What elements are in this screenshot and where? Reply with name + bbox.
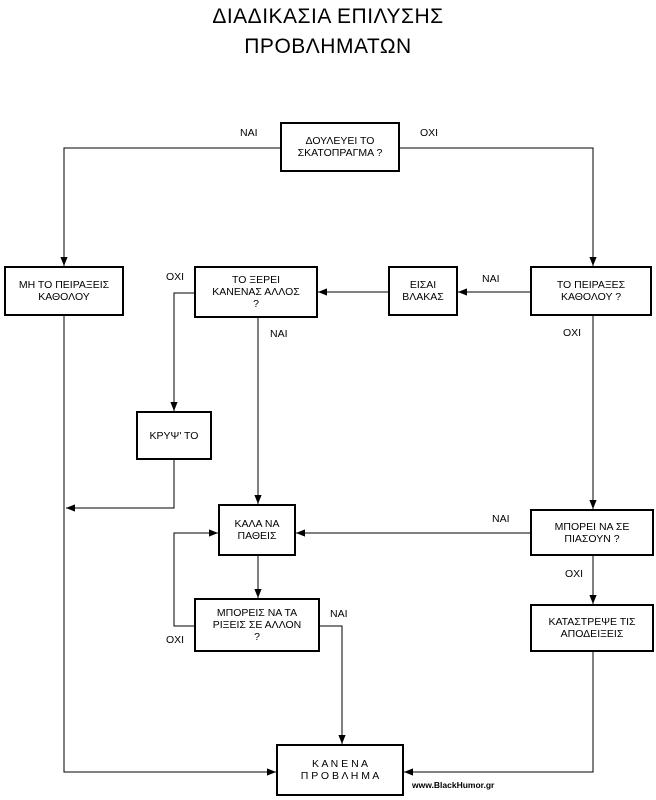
node-destroy-evidence-line1: ΚΑΤΑΣΤΡΕΨΕ ΤΙΣ <box>548 616 636 628</box>
node-did-you-touch-it-line1: ΤΟ ΠΕΙΡΑΞΕΣ <box>556 279 626 291</box>
node-hide-it: ΚΡΥΨ' ΤΟ <box>136 411 212 460</box>
node-serves-you-right-line1: ΚΑΛΑ ΝΑ <box>234 518 280 530</box>
node-can-they-catch-you-line1: ΜΠΟΡΕΙ ΝΑ ΣΕ <box>554 520 630 533</box>
node-did-you-touch-it: ΤΟ ΠΕΙΡΑΞΕΣ ΚΑΘΟΛΟΥ ? <box>530 266 652 316</box>
edge-works-no <box>400 147 597 266</box>
node-does-it-work-line1: ΔΟΥΛΕΥΕΙ ΤΟ <box>305 135 375 147</box>
node-anyone-knows-line2: ΚΑΝΕΝΑΣ ΑΛΛΟΣ <box>212 286 300 298</box>
label-works-yes: ΝΑΙ <box>240 127 258 139</box>
node-serves-you-right: ΚΑΛΑ ΝΑ ΠΑΘΕΙΣ <box>218 504 296 556</box>
label-caught-yes: ΝΑΙ <box>492 513 510 525</box>
node-you-are-stupid-line1: ΕΙΣΑΙ <box>409 279 437 291</box>
node-no-problem: Κ Α Ν Ε Ν Α Π Ρ Ο Β Λ Η Μ Α <box>276 744 404 796</box>
node-anyone-knows-line3: ? <box>253 298 259 310</box>
node-serves-you-right-line2: ΠΑΘΕΙΣ <box>237 530 277 542</box>
label-knows-yes: ΝΑΙ <box>270 328 288 340</box>
edge-blame-yes <box>320 625 346 744</box>
node-dont-touch-it-line2: ΚΑΘΟΛΟΥ <box>38 291 90 303</box>
node-you-are-stupid: ΕΙΣΑΙ ΒΛΑΚΑΣ <box>388 266 458 316</box>
node-does-it-work: ΔΟΥΛΕΥΕΙ ΤΟ ΣΚΑΤΟΠΡΑΓΜΑ ? <box>280 122 400 172</box>
edge-works-yes <box>60 147 280 266</box>
node-dont-touch-it: ΜΗ ΤΟ ΠΕΙΡΑΞΕΙΣ ΚΑΘΟΛΟΥ <box>4 266 124 316</box>
node-no-problem-line2: Π Ρ Ο Β Λ Η Μ Α <box>300 770 380 782</box>
node-no-problem-line1: Κ Α Ν Ε Ν Α <box>311 758 369 770</box>
node-blame-someone-else-line2: ΡΙΞΕΙΣ ΣΕ ΑΛΛΟΝ <box>212 619 302 631</box>
edge-blame-no <box>173 529 218 627</box>
node-hide-it-line1: ΚΡΥΨ' ΤΟ <box>149 429 199 442</box>
edge-dont-touch-to-no-problem <box>63 316 276 776</box>
node-anyone-knows-line1: ΤΟ ΞΕΡΕΙ <box>231 274 281 286</box>
label-touched-no: ΟΧΙ <box>563 327 582 339</box>
edge-hide-to-trunk <box>66 460 175 512</box>
node-destroy-evidence: ΚΑΤΑΣΤΡΕΨΕ ΤΙΣ ΑΠΟΔΕΙΞΕΙΣ <box>530 604 654 652</box>
node-you-are-stupid-line2: ΒΛΑΚΑΣ <box>402 291 444 303</box>
watermark-text: www.BlackHumor.gr <box>412 780 495 790</box>
diagram-title-line2: ΠΡΟΒΛΗΜΑΤΩΝ <box>244 35 412 58</box>
label-knows-no: ΟΧΙ <box>166 271 185 283</box>
label-touched-yes: ΝΑΙ <box>482 273 500 285</box>
edge-destroy-to-no-problem <box>404 652 594 776</box>
node-can-they-catch-you: ΜΠΟΡΕΙ ΝΑ ΣΕ ΠΙΑΣΟΥΝ ? <box>530 509 654 556</box>
node-blame-someone-else: ΜΠΟΡΕΙΣ ΝΑ ΤΑ ΡΙΞΕΙΣ ΣΕ ΑΛΛΟΝ ? <box>194 598 320 652</box>
label-caught-no: ΟΧΙ <box>565 568 584 580</box>
node-blame-someone-else-line1: ΜΠΟΡΕΙΣ ΝΑ ΤΑ <box>216 607 298 619</box>
edge-knows-no <box>170 292 194 411</box>
diagram-title-line1: ΔΙΑΔΙΚΑΣΙΑ ΕΠΙΛΥΣΗΣ <box>212 5 444 28</box>
label-blame-yes: ΝΑΙ <box>330 608 348 620</box>
node-dont-touch-it-line1: ΜΗ ΤΟ ΠΕΙΡΑΞΕΙΣ <box>18 279 110 291</box>
node-does-it-work-line2: ΣΚΑΤΟΠΡΑΓΜΑ ? <box>297 147 383 159</box>
label-blame-no: ΟΧΙ <box>166 634 185 646</box>
node-anyone-knows: ΤΟ ΞΕΡΕΙ ΚΑΝΕΝΑΣ ΑΛΛΟΣ ? <box>194 266 318 318</box>
node-can-they-catch-you-line2: ΠΙΑΣΟΥΝ ? <box>564 532 620 545</box>
node-blame-someone-else-line3: ? <box>254 631 260 643</box>
node-destroy-evidence-line2: ΑΠΟΔΕΙΞΕΙΣ <box>560 628 624 640</box>
node-did-you-touch-it-line2: ΚΑΘΟΛΟΥ ? <box>560 291 622 303</box>
label-works-no: ΟΧΙ <box>420 127 439 139</box>
